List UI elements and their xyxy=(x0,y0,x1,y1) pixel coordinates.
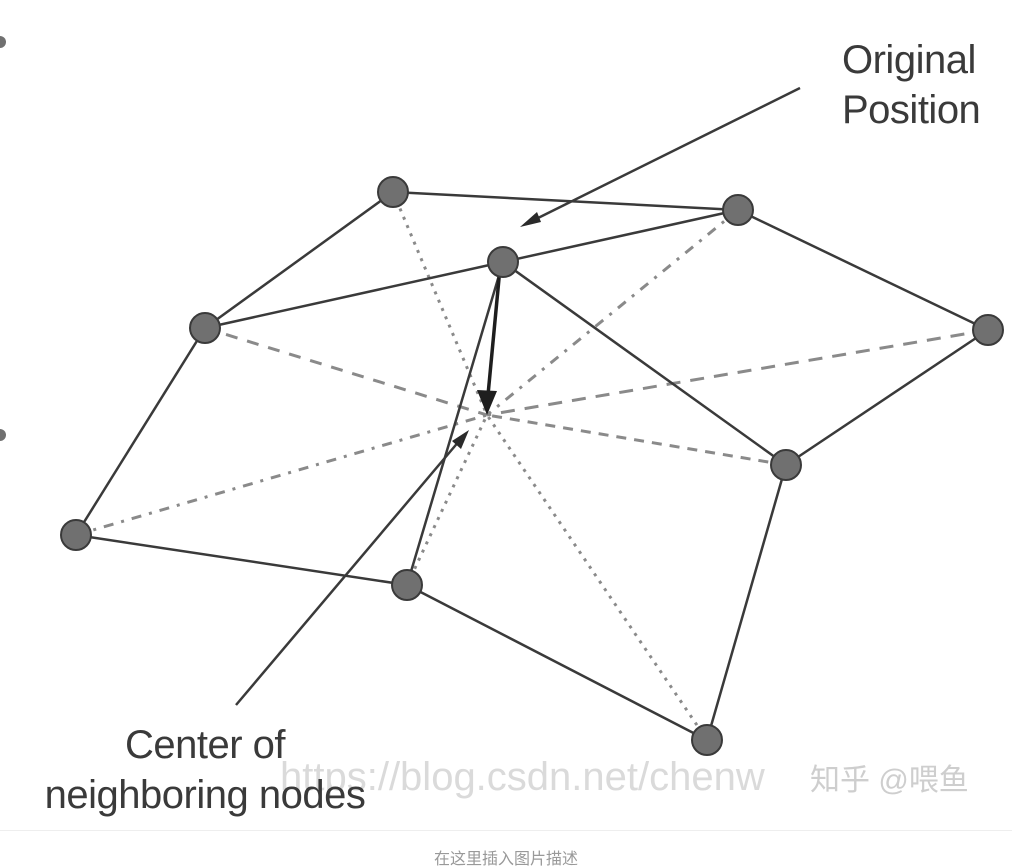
edge xyxy=(502,260,787,467)
node-right xyxy=(770,449,802,481)
node-far-left xyxy=(60,519,92,551)
edge xyxy=(204,190,394,330)
node-top-right xyxy=(722,194,754,226)
dashed-line-n6 xyxy=(75,413,488,537)
dashed-line-n4 xyxy=(486,328,989,417)
edge xyxy=(75,533,408,587)
pointer-line-original xyxy=(529,86,801,224)
label-center-of-neighbors: Center of neighboring nodes xyxy=(30,720,380,820)
edge xyxy=(204,260,504,330)
divider xyxy=(0,830,1012,831)
dashed-lines xyxy=(75,191,989,741)
dashed-line-n5 xyxy=(486,413,787,467)
label-original-position: Original Position xyxy=(842,35,981,135)
edge xyxy=(74,327,207,536)
node-left xyxy=(189,312,221,344)
watermark-url: https://blog.csdn.net/chenw xyxy=(280,755,765,799)
edge xyxy=(406,583,708,742)
label-original-line1: Original xyxy=(842,38,976,82)
node-center-original xyxy=(487,246,519,278)
edge xyxy=(502,208,739,264)
edge xyxy=(392,190,739,212)
edge xyxy=(737,208,989,332)
pointer-arrowhead-original xyxy=(520,212,541,227)
pointer-arrowhead-center xyxy=(452,430,469,449)
label-original-line2: Position xyxy=(842,88,981,132)
mesh-edges xyxy=(74,190,989,742)
dashed-line-n7 xyxy=(405,414,489,586)
watermark-zhihu: 知乎 @喂鱼 xyxy=(810,764,969,797)
edge xyxy=(785,328,989,467)
dashed-line-n2 xyxy=(486,208,739,417)
label-center-line1: Center of xyxy=(124,723,286,767)
edge xyxy=(405,261,505,586)
node-bottom-right xyxy=(691,724,723,756)
pointer-center xyxy=(235,430,469,706)
mesh-diagram xyxy=(0,36,1004,756)
pointer-line-center xyxy=(235,439,461,706)
dashed-line-n8 xyxy=(485,414,709,741)
edge xyxy=(705,464,788,741)
node-bottom-center xyxy=(391,569,423,601)
displacement-arrow xyxy=(477,267,502,415)
edge-artifacts xyxy=(0,36,6,441)
node-far-right xyxy=(972,314,1004,346)
mesh-nodes xyxy=(60,176,1004,756)
label-center-line2: neighboring nodes xyxy=(44,773,366,817)
node-top-left xyxy=(377,176,409,208)
pointer-original xyxy=(520,86,801,227)
image-caption: 在这里插入图片描述 xyxy=(433,849,578,868)
displacement-arrowhead xyxy=(477,390,497,415)
dashed-line-n1 xyxy=(391,191,489,416)
dashed-line-n3 xyxy=(204,326,488,417)
